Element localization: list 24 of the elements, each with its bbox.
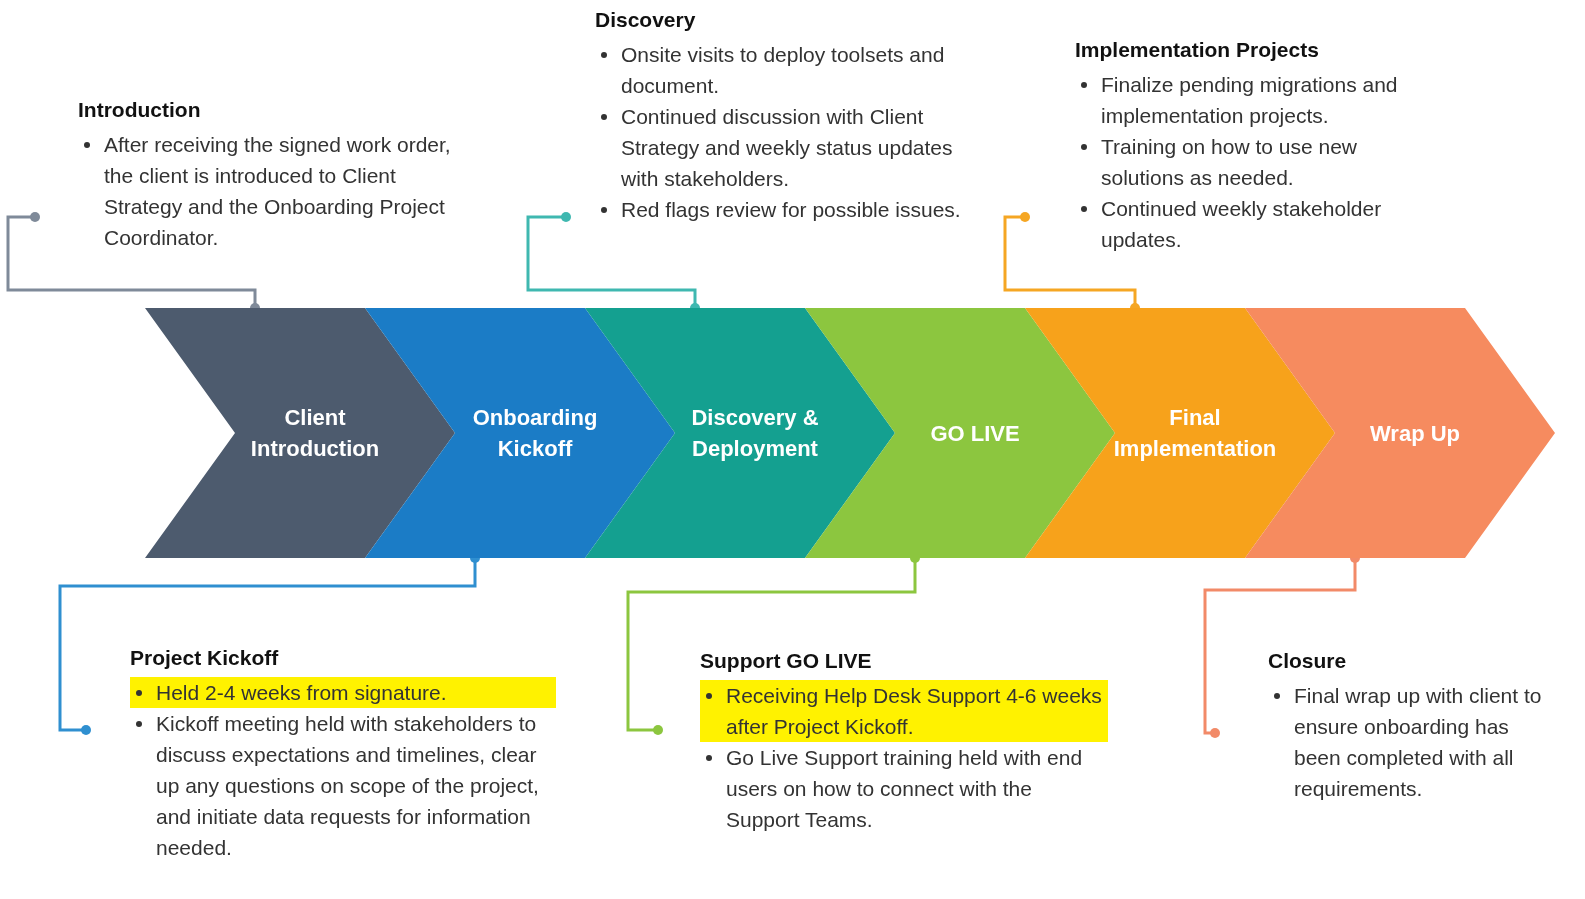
bullet-text: Continued discussion with Client Strategy and weekly status updates with stakeholders. [621, 105, 953, 190]
callout-heading: Introduction [78, 97, 201, 123]
bullet-text: Kickoff meeting held with stakeholders to discuss expectations and timelines, clear up any questions on scope of the project, and initiate data requests for information needed. [156, 712, 539, 859]
callout-heading: Closure [1268, 648, 1347, 674]
stage-label: Discovery & Deployment [690, 404, 820, 463]
callout-heading: Discovery [595, 7, 696, 33]
bullet-text: Go Live Support training held with end users on how to connect with the Support Teams. [726, 746, 1083, 831]
bullet-text: Training on how to use new solutions as needed. [1101, 135, 1358, 189]
stage-label: Onboarding Kickoff [471, 404, 599, 463]
callout-heading: Project Kickoff [130, 645, 279, 671]
stage-label: Final Implementation [1113, 404, 1277, 463]
callout-heading: Implementation Projects [1075, 37, 1319, 63]
callout-heading: Support GO LIVE [700, 648, 872, 674]
bullet-text: Final wrap up with client to ensure onboarding has been completed with all requirements. [1294, 684, 1542, 800]
bullet-text: Finalize pending migrations and implementation projects. [1101, 73, 1398, 127]
bullet-text: Red flags review for possible issues. [621, 198, 961, 221]
stage-label: Wrap Up [1369, 419, 1460, 448]
highlighted-text: Receiving Help Desk Support 4-6 weeks after Project Kickoff. [726, 684, 1102, 738]
bullet-text: Onsite visits to deploy toolsets and document. [621, 43, 945, 97]
stage-label: GO LIVE [930, 419, 1020, 448]
bullet-text: Continued weekly stakeholder updates. [1101, 197, 1382, 251]
highlighted-text: Held 2-4 weeks from signature. [156, 681, 447, 704]
bullet-text: After receiving the signed work order, the client is introduced to Client Strategy and the Onboarding Project Coordinator. [104, 133, 451, 249]
stage-label: Client Introduction [249, 404, 381, 463]
